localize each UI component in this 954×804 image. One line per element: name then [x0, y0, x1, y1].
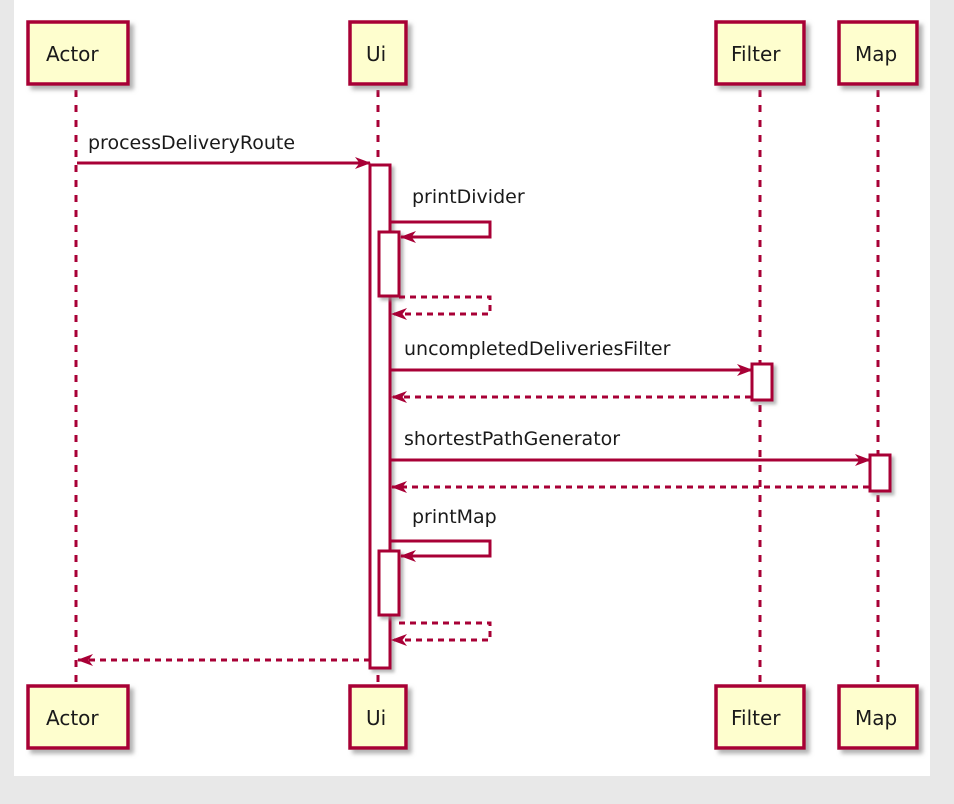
message-label-shortestpathgenerator: shortestPathGenerator: [404, 428, 621, 450]
participant-label-actor-foot: Actor: [46, 706, 99, 730]
message-label-printdivider: printDivider: [412, 186, 525, 208]
participant-label-map-foot: Map: [855, 706, 898, 730]
participant-box-map-head[interactable]: [837, 20, 919, 86]
message-label-printmap: printMap: [412, 506, 497, 528]
participant-box-ui-head[interactable]: [348, 20, 408, 86]
participant-box-filter-head[interactable]: [714, 20, 806, 86]
message-arrows: [77, 157, 871, 666]
participant-box-actor-foot[interactable]: [26, 684, 130, 750]
participant-label-filter-head: Filter: [731, 42, 781, 66]
participant-box-map-foot[interactable]: [837, 684, 919, 750]
participant-box-actor-head[interactable]: [26, 20, 130, 86]
message-label-uncompleteddeliveriesfilter: uncompletedDeliveriesFilter: [404, 338, 671, 360]
participant-box-filter-foot[interactable]: [714, 684, 806, 750]
participant-box-ui-foot[interactable]: [348, 684, 408, 750]
participant-label-actor-head: Actor: [46, 42, 99, 66]
participant-label-filter-foot: Filter: [731, 706, 781, 730]
activation-ui-printdivider: [377, 230, 401, 298]
sequence-diagram-svg: [26, 20, 919, 750]
message-return-printmap: [391, 621, 492, 646]
participant-feet: [26, 684, 919, 750]
message-arrow-printmap: [390, 539, 492, 562]
activation-map: [868, 453, 892, 493]
participant-label-ui-foot: Ui: [366, 706, 387, 730]
participant-label-ui-head: Ui: [366, 42, 387, 66]
participant-heads: [26, 20, 919, 86]
activation-bars: [368, 163, 892, 670]
message-label-processdeliveryroute: processDeliveryRoute: [88, 132, 296, 154]
diagram-canvas: Actor Ui Filter Map Actor Ui Filter Map …: [14, 0, 930, 776]
message-return-printdivider: [391, 295, 492, 320]
message-arrow-printdivider: [390, 220, 492, 243]
activation-filter: [750, 362, 774, 402]
activation-ui-printmap: [377, 549, 401, 617]
participant-label-map-head: Map: [855, 42, 898, 66]
